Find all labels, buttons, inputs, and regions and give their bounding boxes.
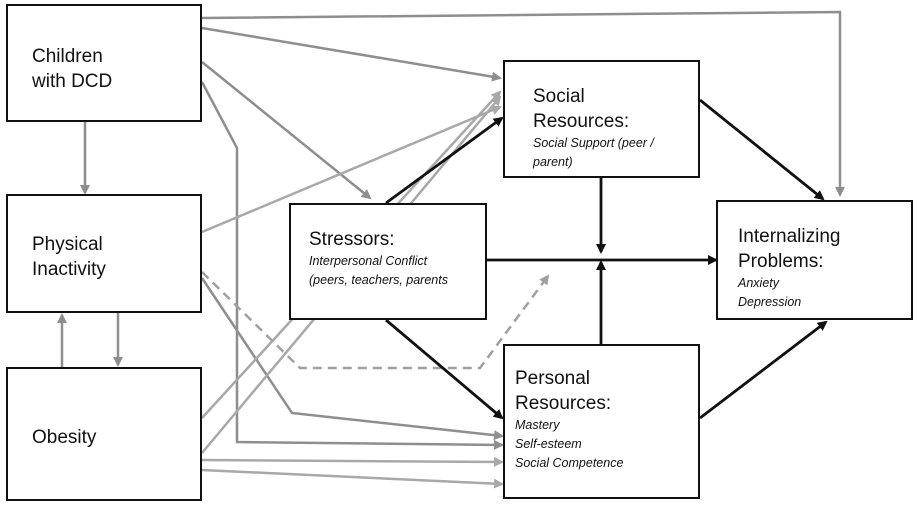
node-detail-line: Interpersonal Conflict: [309, 254, 428, 268]
node-title-line: Inactivity: [32, 259, 106, 280]
node-title-line: Problems:: [738, 251, 824, 272]
node-physical-inactivity: Physical Inactivity: [6, 194, 202, 313]
node-title-line: Resources:: [515, 393, 612, 414]
node-title-line: Stressors:: [309, 229, 395, 250]
arrow-obesity-to-personal-b: [201, 468, 504, 489]
node-title-line: Resources:: [533, 111, 630, 132]
node-social-resources: Social Resources: Social Support (peer /…: [503, 60, 700, 178]
node-detail-line: Social Support (peer /: [533, 136, 654, 150]
arrow-dcd-to-stressors: [201, 61, 372, 200]
arrow-dcd-to-personal: [200, 81, 504, 450]
node-detail-line: (peers, teachers, parents: [309, 273, 448, 287]
arrow-physical-to-personal: [200, 277, 504, 441]
node-detail-line: Depression: [738, 295, 802, 309]
node-children-with-dcd: Children with DCD: [6, 4, 202, 122]
arrow-stressors-to-personal: [385, 318, 504, 420]
node-obesity: Obesity: [6, 367, 202, 501]
node-title-line: with DCD: [32, 71, 113, 92]
arrow-dcd-to-internalizing: [201, 10, 845, 197]
node-detail-line: Social Competence: [515, 456, 624, 470]
node-detail-line: Mastery: [515, 418, 560, 432]
arrow-physical-to-social: [201, 105, 502, 234]
node-title-line: Social: [533, 86, 585, 107]
node-stressors: Stressors: Interpersonal Conflict (peers…: [289, 203, 487, 320]
node-title-line: Children: [32, 46, 103, 67]
node-internalizing-problems: Internalizing Problems: Anxiety Depressi…: [716, 200, 913, 320]
node-detail-line: Anxiety: [738, 276, 779, 290]
arrow-personal-to-internalizing: [699, 320, 828, 420]
node-detail-line: parent): [533, 155, 573, 169]
arrow-dcd-to-social: [201, 26, 502, 82]
arrow-obesity-to-personal-a: [201, 456, 504, 467]
arrow-stressors-to-social: [385, 116, 504, 205]
node-title-line: Personal: [515, 368, 590, 389]
node-title-line: Internalizing: [738, 226, 841, 247]
node-detail-line: Self-esteem: [515, 437, 582, 451]
node-title-line: Obesity: [32, 427, 97, 448]
node-title-line: Physical: [32, 234, 103, 255]
node-personal-resources: Personal Resources: Mastery Self-esteem …: [503, 344, 700, 499]
arrow-physical-dashed-moderation: [201, 271, 550, 370]
arrow-social-to-internalizing: [699, 98, 825, 201]
